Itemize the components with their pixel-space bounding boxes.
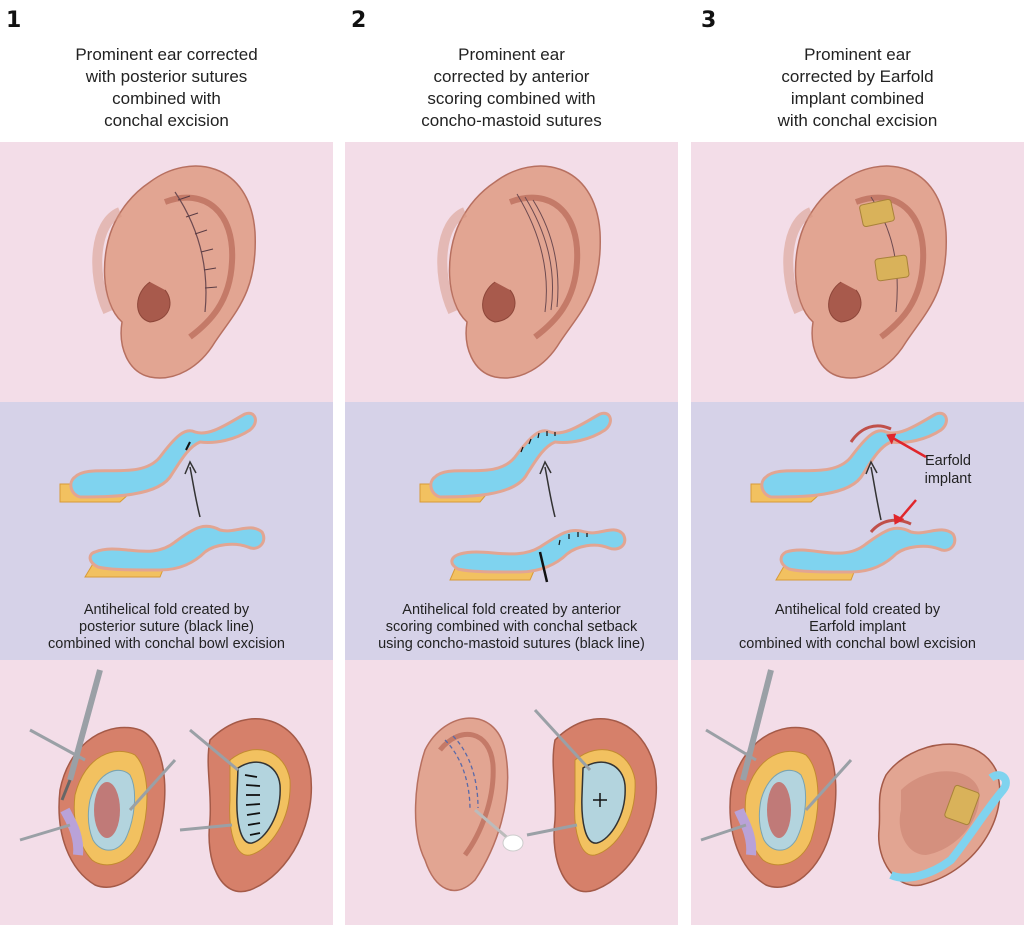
panel-title: Prominent ear corrected by Earfold impla… <box>777 45 938 130</box>
cross-section-diagram <box>59 411 266 578</box>
middle-band <box>691 402 1024 660</box>
panel-title: Prominent ear corrected by anterior scor… <box>421 45 602 130</box>
ear-illustration <box>437 165 601 379</box>
earfold-implant-label: Earfold implant <box>924 453 972 487</box>
ear-illustration <box>92 165 256 379</box>
surgical-illustration <box>19 669 312 893</box>
panel-title: Prominent ear corrected with posterior s… <box>75 45 258 130</box>
cross-section-diagram <box>750 411 957 581</box>
panel-caption: Antihelical fold created by anterior sco… <box>378 602 645 652</box>
panel-caption: Antihelical fold created by posterior su… <box>48 602 285 652</box>
panel-3: 3 Prominent ear corrected by Earfold imp… <box>691 0 1024 925</box>
ear-illustration <box>783 165 947 379</box>
surgical-illustration <box>700 669 1010 888</box>
middle-band <box>345 402 678 660</box>
panel-1: 1 Prominent ear corrected with posterior… <box>0 0 333 925</box>
panel-number: 1 <box>6 8 22 33</box>
panel-caption: Antihelical fold created by Earfold impl… <box>739 602 976 652</box>
surgical-illustration <box>414 708 657 893</box>
panel-number: 3 <box>701 8 717 33</box>
panel-number: 2 <box>351 8 367 33</box>
panel-2: 2 Prominent ear corrected by anterior sc… <box>345 0 678 925</box>
cross-section-diagram <box>419 411 627 583</box>
middle-band <box>0 402 333 660</box>
